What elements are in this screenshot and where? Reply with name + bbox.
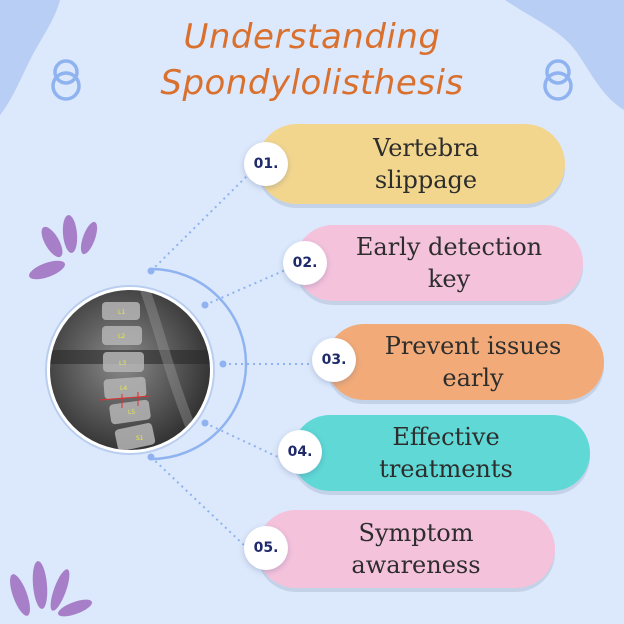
connector-arc bbox=[150, 267, 248, 461]
page-title: Understanding Spondylolisthesis bbox=[0, 14, 624, 106]
leaf-cluster-bottom-icon bbox=[10, 561, 93, 617]
corner-blob-top-right bbox=[505, 0, 624, 110]
svg-text:L3: L3 bbox=[119, 360, 126, 367]
leaf-cluster-top-icon bbox=[28, 215, 98, 280]
item-number-1: 01. bbox=[244, 142, 288, 186]
item-pill-2: Early detection key bbox=[295, 225, 583, 301]
item-pill-1: Vertebra slippage bbox=[257, 124, 565, 204]
item-pill-3: Prevent issues early bbox=[326, 324, 604, 400]
connector-lines bbox=[150, 174, 312, 548]
ring-ornament-right bbox=[543, 59, 573, 101]
title-line-1: Understanding bbox=[183, 17, 441, 57]
svg-text:L5: L5 bbox=[128, 409, 135, 416]
svg-text:L4: L4 bbox=[120, 385, 127, 392]
ring-ornament-left bbox=[51, 59, 81, 101]
item-number-2: 02. bbox=[283, 241, 327, 285]
item-label-3: Prevent issues early bbox=[384, 332, 562, 392]
vertebra-level-labels: L1 L2 L3 L4 L5 S1 bbox=[118, 309, 144, 442]
item-number-4: 04. bbox=[278, 430, 322, 474]
item-label-5: Symptom awareness bbox=[351, 519, 481, 579]
title-line-2: Spondylolisthesis bbox=[160, 63, 464, 103]
corner-blob-top-left bbox=[0, 0, 60, 115]
spine-xray-image: L1 L2 L3 L4 L5 S1 bbox=[47, 287, 213, 453]
svg-text:S1: S1 bbox=[136, 435, 144, 442]
item-number-5: 05. bbox=[244, 526, 288, 570]
item-pill-4: Effective treatments bbox=[292, 415, 590, 491]
item-number-3: 03. bbox=[312, 338, 356, 382]
item-label-4: Effective treatments bbox=[379, 423, 513, 483]
item-label-2: Early detection key bbox=[355, 233, 543, 293]
svg-text:L1: L1 bbox=[118, 309, 125, 316]
connector-dots bbox=[147, 267, 227, 461]
item-pill-5: Symptom awareness bbox=[257, 510, 555, 588]
svg-text:L2: L2 bbox=[118, 333, 125, 340]
item-label-1: Vertebra slippage bbox=[373, 134, 479, 194]
